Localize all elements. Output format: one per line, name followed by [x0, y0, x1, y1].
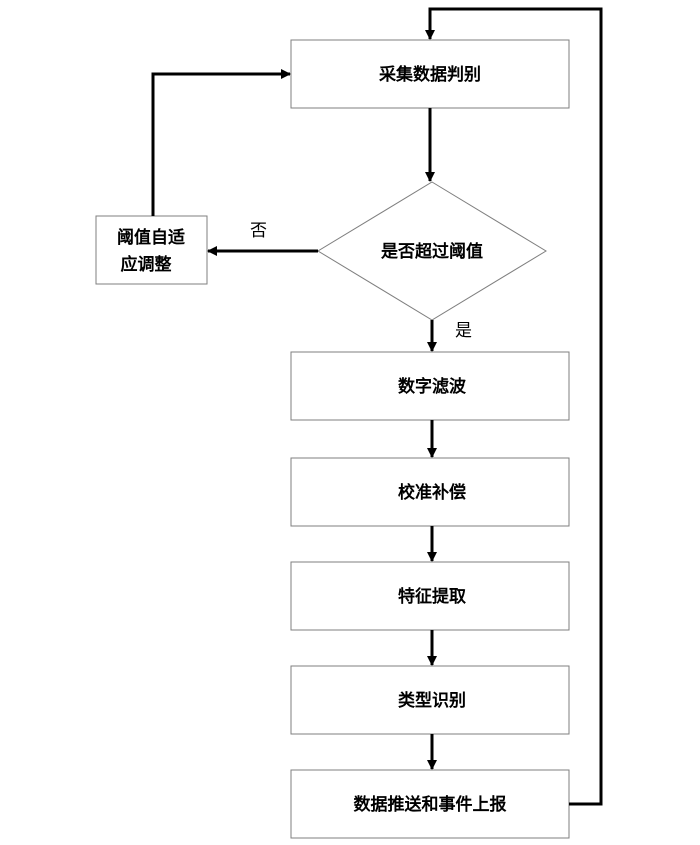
threshold-adapt-label-line1: 阈值自适	[117, 227, 185, 248]
calibration-label: 校准补偿	[398, 482, 466, 503]
arrow-adapt-to-collect	[151, 69, 291, 216]
calibration-box	[290, 457, 570, 527]
threshold-decision-label: 是否超过阈值	[381, 241, 483, 262]
edge-label-yes: 是	[455, 321, 472, 341]
data-report-label: 数据推送和事件上报	[354, 794, 507, 815]
feature-extract-box	[290, 561, 570, 631]
arrow-report-loop-to-collect	[425, 7, 603, 806]
type-classify-box	[290, 665, 570, 735]
collect-data-box	[290, 39, 570, 109]
digital-filter-box	[290, 351, 570, 421]
data-report-box	[290, 769, 570, 839]
threshold-adapt-box	[95, 215, 208, 285]
feature-extract-label: 特征提取	[398, 586, 466, 607]
threshold-adapt-label-line2: 应调整	[121, 254, 172, 275]
collect-data-label: 采集数据判别	[378, 64, 481, 85]
digital-filter-label: 数字滤波	[398, 376, 467, 397]
edge-label-no: 否	[250, 221, 267, 241]
type-classify-label: 类型识别	[398, 690, 466, 711]
